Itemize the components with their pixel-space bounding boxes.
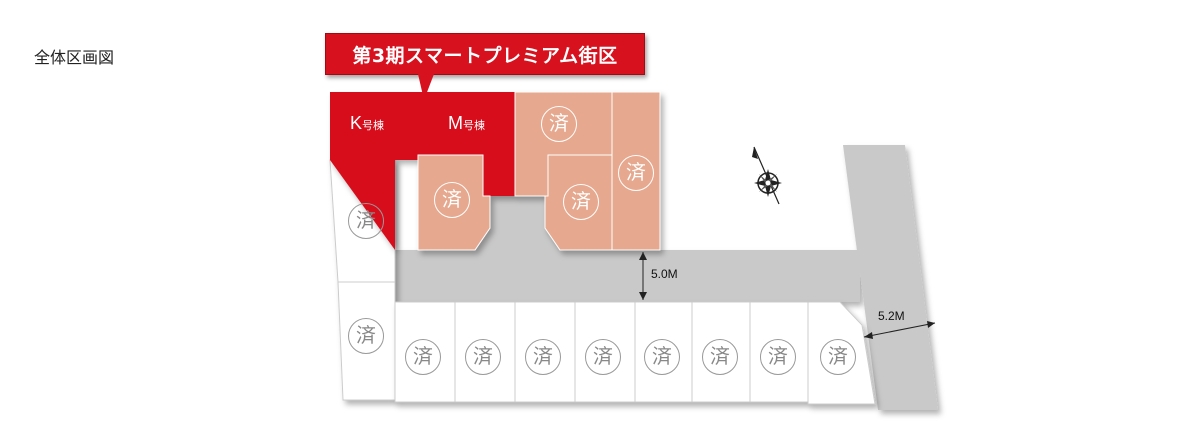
road-turnaround [475, 196, 560, 250]
lot-m-letter: M [448, 113, 463, 133]
lot-m-suffix: 号棟 [463, 119, 485, 132]
phase-label: 第3期スマートプレミアム街区 [325, 33, 645, 75]
sold-mark: 済 [434, 182, 470, 218]
lot-k-suffix: 号棟 [362, 119, 385, 132]
sold-mark: 済 [405, 339, 441, 375]
lot-k [330, 92, 418, 250]
road-width-side: 5.2M [878, 309, 905, 323]
lot-m-label[interactable]: M号棟 [448, 113, 485, 134]
dimension-main [639, 252, 647, 300]
sold-mark: 済 [585, 339, 621, 375]
compass-icon [752, 146, 782, 205]
sold-mark: 済 [820, 339, 856, 375]
lot-m [418, 92, 515, 196]
lot-k-label[interactable]: K号棟 [350, 113, 384, 134]
sold-mark: 済 [618, 155, 654, 191]
sold-mark: 済 [541, 106, 577, 142]
sold-mark: 済 [348, 318, 384, 354]
road-east [843, 145, 938, 410]
lots-north [330, 91, 661, 251]
road-width-main: 5.0M [651, 267, 678, 281]
dimension-side [863, 321, 936, 339]
sold-mark: 済 [563, 184, 599, 220]
sold-mark: 済 [702, 339, 738, 375]
lot-k-letter: K [350, 113, 363, 133]
road-main [395, 250, 860, 302]
sold-mark: 済 [644, 339, 680, 375]
sold-mark: 済 [525, 339, 561, 375]
sold-mark: 済 [348, 203, 384, 239]
road-network [395, 145, 938, 410]
page-title: 全体区画図 [34, 48, 115, 67]
sold-mark: 済 [465, 339, 501, 375]
sold-mark: 済 [760, 339, 796, 375]
